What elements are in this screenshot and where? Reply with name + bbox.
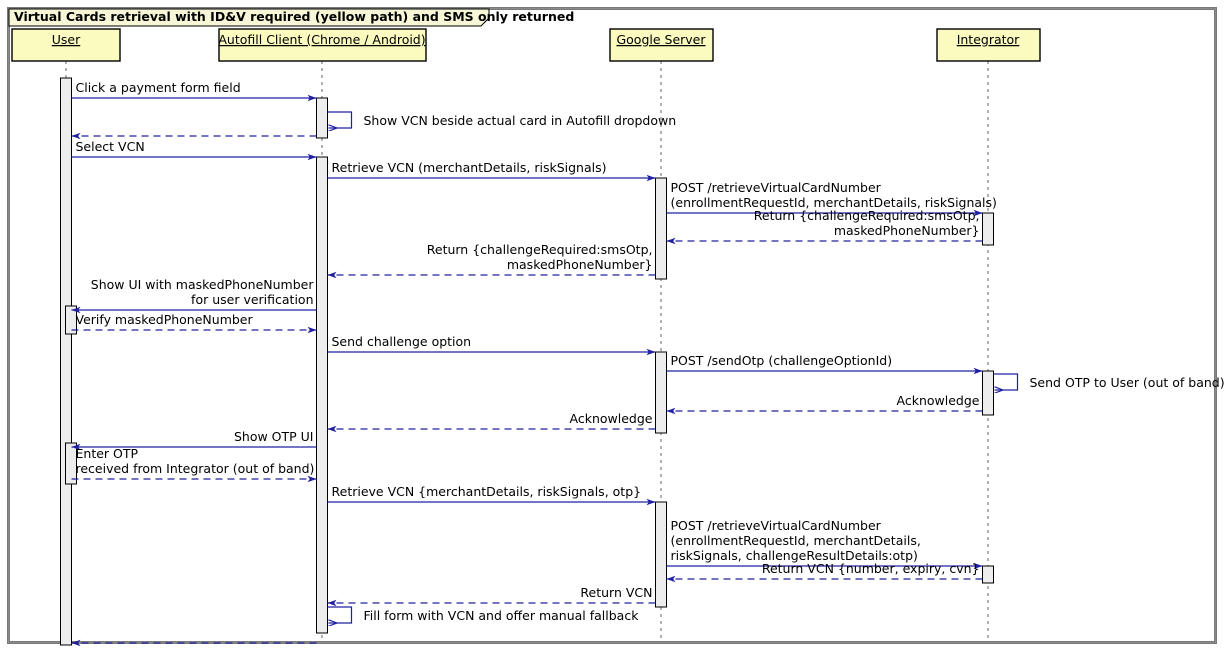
message-m14: Acknowledge — [666, 393, 983, 415]
message-label: Send OTP to User (out of band) — [1030, 375, 1225, 390]
message-label: Show OTP UI — [234, 429, 314, 444]
message-label: received from Integrator (out of band) — [76, 461, 315, 476]
message-label: POST /sendOtp (challengeOptionId) — [671, 353, 893, 368]
message-arrow — [327, 111, 353, 128]
participant-user[interactable]: User — [11, 28, 121, 62]
message-label: Acknowledge — [570, 411, 653, 426]
message-label: Fill form with VCN and offer manual fall… — [364, 608, 640, 623]
activation-bar-client — [316, 97, 328, 139]
message-label: Select VCN — [76, 139, 145, 154]
participant-label: Integrator — [957, 32, 1020, 47]
message-label: (enrollmentRequestId, merchantDetails, — [671, 533, 921, 548]
message-m6: POST /retrieveVirtualCardNumber(enrollme… — [666, 180, 997, 217]
message-m21: Return VCN — [327, 585, 656, 607]
message-label: riskSignals, challengeResultDetails:otp) — [671, 548, 918, 563]
message-m18: Retrieve VCN {merchantDetails, riskSigna… — [327, 484, 656, 506]
message-label: maskedPhoneNumber} — [834, 223, 980, 238]
activation-bar-server — [655, 501, 667, 608]
message-arrow — [993, 373, 1019, 390]
message-m8: Return {challengeRequired:smsOtp,maskedP… — [327, 242, 656, 279]
message-m12: POST /sendOtp (challengeOptionId) — [666, 353, 983, 375]
message-label: POST /retrieveVirtualCardNumber — [671, 180, 882, 195]
participant-integrator[interactable]: Integrator — [936, 28, 1041, 62]
message-label: Retrieve VCN {merchantDetails, riskSigna… — [332, 484, 642, 499]
activation-bar-server — [655, 351, 667, 434]
message-arrow — [327, 606, 353, 623]
message-m19: POST /retrieveVirtualCardNumber(enrollme… — [666, 518, 983, 570]
message-m10: Verify maskedPhoneNumber — [71, 312, 317, 334]
message-m7: Return {challengeRequired:smsOtp,maskedP… — [666, 208, 983, 245]
participant-server[interactable]: Google Server — [609, 28, 714, 62]
message-m5: Retrieve VCN (merchantDetails, riskSigna… — [327, 160, 656, 182]
message-label: POST /retrieveVirtualCardNumber — [671, 518, 882, 533]
actor-boxes-layer: User Autofill Client (Chrome / Android) Go… — [11, 28, 1041, 62]
message-m2: Show VCN beside actual card in Autofill … — [327, 111, 677, 128]
message-m13: Send OTP to User (out of band) — [993, 373, 1225, 390]
message-label: Send challenge option — [332, 334, 472, 349]
participant-box[interactable] — [936, 28, 1041, 62]
message-label: Return VCN {number, expiry, cvn} — [762, 561, 980, 576]
message-label: Return VCN — [580, 585, 652, 600]
activation-bar-server — [655, 177, 667, 280]
message-label: Click a payment form field — [76, 80, 241, 95]
participant-box[interactable] — [609, 28, 714, 62]
message-label: for user verification — [191, 292, 313, 307]
message-m4: Select VCN — [71, 139, 317, 161]
participant-label: Autofill Client (Chrome / Android) — [218, 32, 425, 47]
message-label: Show VCN beside actual card in Autofill … — [364, 113, 677, 128]
participant-box[interactable] — [11, 28, 121, 62]
message-label: Show UI with maskedPhoneNumber — [91, 277, 315, 292]
activation-bar-user — [65, 305, 77, 335]
activation-bar-integrator — [982, 212, 994, 246]
activations-layer — [60, 77, 994, 646]
activation-bar-integrator — [982, 565, 994, 584]
frame-title-text: Virtual Cards retrieval with ID&V requir… — [14, 9, 574, 24]
activation-bar-client — [316, 156, 328, 634]
frame-title-tab: Virtual Cards retrieval with ID&V requir… — [8, 8, 574, 27]
message-label: Enter OTP — [76, 446, 139, 461]
message-m20: Return VCN {number, expiry, cvn} — [666, 561, 983, 583]
participant-label: Google Server — [616, 32, 706, 47]
message-m11: Send challenge option — [327, 334, 656, 356]
participant-client[interactable]: Autofill Client (Chrome / Android) — [218, 28, 427, 62]
message-m22: Fill form with VCN and offer manual fall… — [327, 606, 640, 623]
message-m1: Click a payment form field — [71, 80, 317, 102]
message-m15: Acknowledge — [327, 411, 656, 433]
message-label: Retrieve VCN (merchantDetails, riskSigna… — [332, 160, 607, 175]
message-label: (enrollmentRequestId, merchantDetails, r… — [671, 195, 997, 210]
message-label: maskedPhoneNumber} — [507, 257, 653, 272]
participant-label: User — [52, 32, 81, 47]
message-m16: Show OTP UI — [71, 429, 317, 451]
message-label: Return {challengeRequired:smsOtp, — [427, 242, 653, 257]
participant-box[interactable] — [218, 28, 427, 62]
message-label: Verify maskedPhoneNumber — [76, 312, 254, 327]
activation-bar-user — [65, 442, 77, 485]
diagram-frame — [7, 7, 1217, 644]
activation-bar-integrator — [982, 370, 994, 416]
message-label: Return {challengeRequired:smsOtp, — [754, 208, 980, 223]
message-label: Acknowledge — [897, 393, 980, 408]
activation-bar-user — [60, 77, 72, 646]
